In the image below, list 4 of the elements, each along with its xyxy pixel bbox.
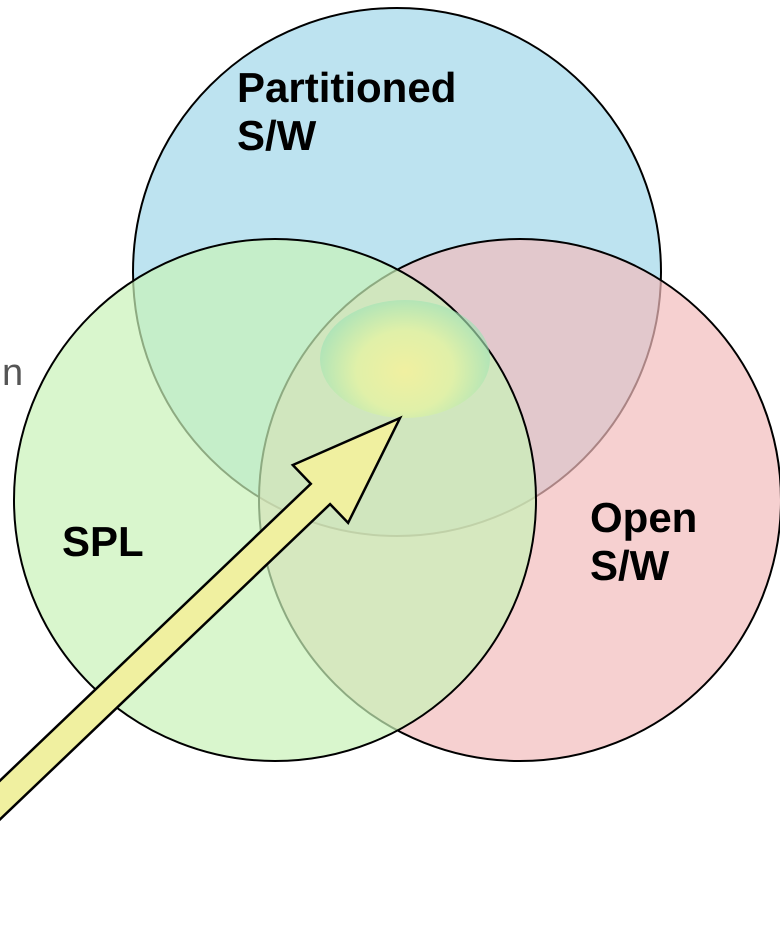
cropped-text: n [2,352,24,394]
set-label: Open S/W [590,494,698,590]
set-label: Partitioned S/W [237,64,458,160]
set-label: SPL [62,518,145,566]
